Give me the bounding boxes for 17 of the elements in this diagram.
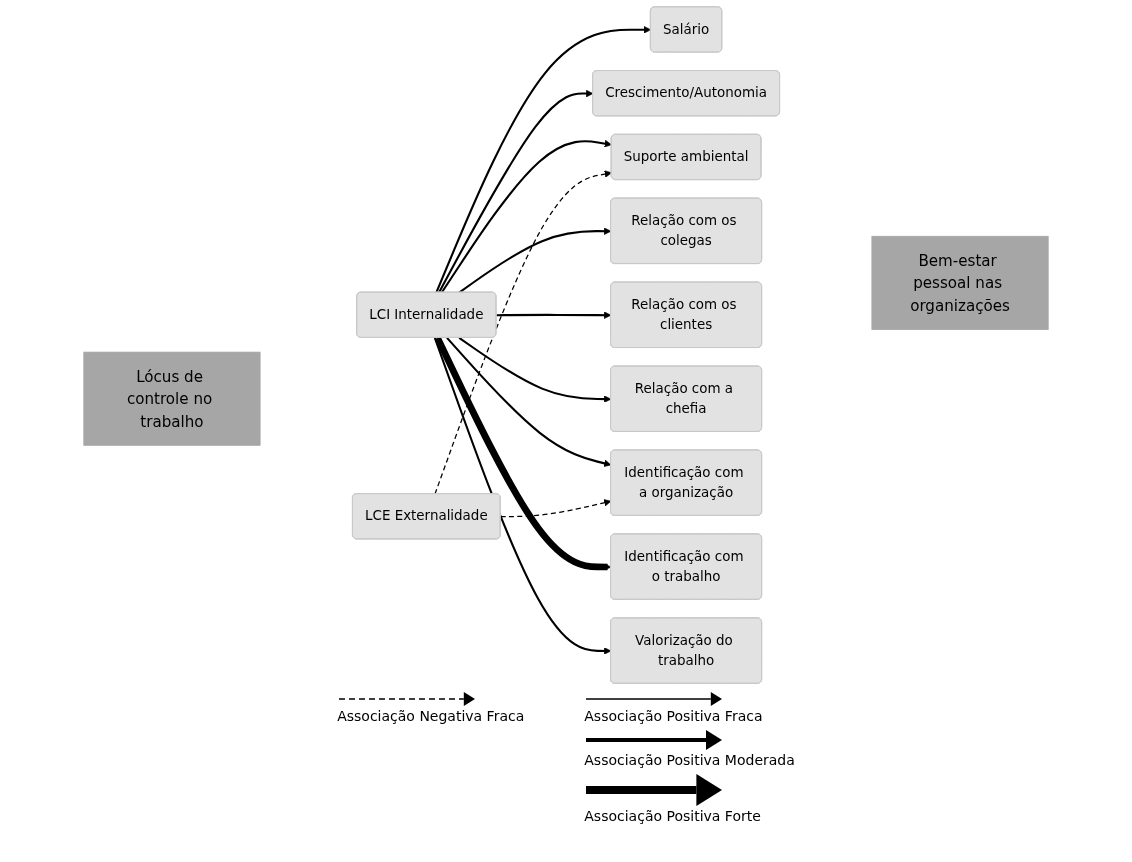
arrow [435, 26, 652, 293]
arrow [446, 337, 612, 467]
arrow [496, 311, 612, 319]
legend-text: Associação Positiva Moderada [584, 752, 795, 768]
node-box: Lócus de controle no trabalho [83, 351, 261, 446]
arrow [440, 140, 612, 294]
legend-text: Associação Positiva Fraca [584, 708, 764, 724]
arrow [434, 336, 612, 571]
arrow [458, 337, 612, 403]
legend-text: Associação Negativa Fraca [337, 708, 525, 724]
legend-text: Associação Positiva Forte [584, 808, 762, 824]
arrow [434, 170, 612, 495]
arrow [438, 89, 594, 294]
arrow [500, 499, 612, 518]
node-box: Bem-estar pessoal nas organizações [871, 235, 1049, 330]
arrow [433, 337, 612, 655]
arrow [458, 227, 612, 294]
